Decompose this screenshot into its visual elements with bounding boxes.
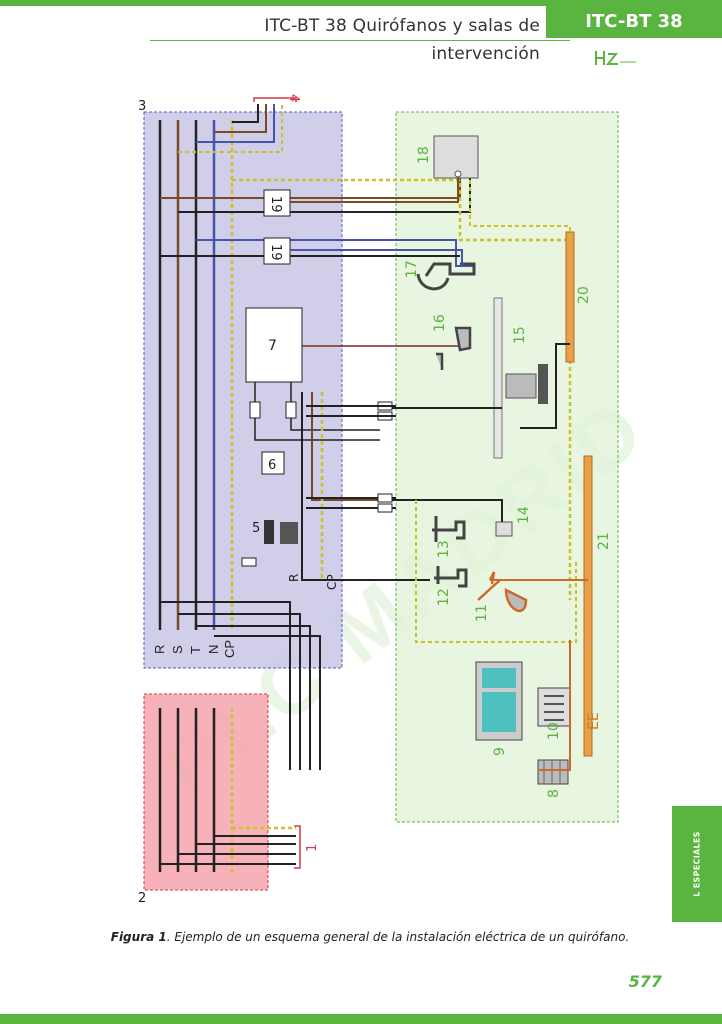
- device-7-label: 7: [268, 338, 277, 354]
- bus-letter-t: T: [188, 646, 203, 654]
- bottom-accent-bar: [0, 1014, 722, 1024]
- supply-line-2: [178, 613, 301, 770]
- or-wire-table: [520, 343, 570, 429]
- small-label-cp: CP: [325, 574, 339, 590]
- device-7-breaker-a: [249, 401, 261, 419]
- equipotential-bar-20: [565, 231, 575, 363]
- or-wire-orange: [490, 579, 588, 771]
- device-8-radiator: [537, 759, 569, 785]
- supply-line-1: [160, 601, 291, 770]
- or-wire-ground-1: [415, 500, 577, 643]
- device-11-label: 11: [474, 604, 490, 622]
- feeder-top-4: [178, 104, 283, 153]
- bus-bracket-bottom: [294, 825, 301, 869]
- device-15-base: [505, 373, 537, 399]
- device-15-label: 15: [512, 326, 528, 344]
- device-21-label: 21: [596, 532, 612, 550]
- operating-room-schematic: PLC MADRID 3 2 4 R S T N CP 19 19 7 6: [138, 94, 640, 906]
- bus-label-1: 1: [305, 844, 320, 852]
- bus-letter-n: N: [206, 645, 221, 654]
- or-wire-19b: [290, 249, 463, 266]
- device-12-equipment: [434, 566, 468, 588]
- device-14-outlet: [495, 521, 513, 537]
- device-7-transformer: [245, 307, 303, 383]
- zone-label-3: 3: [138, 99, 146, 114]
- feeder-top-3: [196, 104, 275, 143]
- device-20-label: 20: [576, 286, 592, 304]
- header-rule: [150, 40, 570, 41]
- device-6-monitor: [261, 451, 285, 475]
- section-tab: ITC-BT 38: [546, 6, 722, 38]
- device-8-fins: [543, 760, 561, 784]
- side-section-tab: L ESPECIALES: [672, 806, 722, 922]
- small-label-r: R: [287, 574, 301, 582]
- device-18-label: 18: [416, 146, 432, 164]
- equipotential-bar-21: [583, 455, 593, 757]
- device-12-label: 12: [436, 588, 452, 606]
- device-14-label: 14: [516, 506, 532, 524]
- device-19-bottom-label: 19: [268, 244, 283, 261]
- zone-distribution: [143, 111, 343, 669]
- device-9-screen-top: [482, 668, 516, 688]
- device-15-table: [493, 297, 503, 459]
- device-5-label: 5: [252, 521, 260, 536]
- supply-line-4: [214, 635, 321, 770]
- page-header-title: ITC-BT 38 Quirófanos y salas de interven…: [264, 16, 540, 64]
- breaker-14b: [377, 503, 393, 513]
- bus-letter-s: S: [170, 645, 185, 654]
- device-10-label: 10: [546, 722, 562, 740]
- ee-label: EE: [586, 712, 602, 730]
- branch-vertical-b: [311, 392, 380, 501]
- device-16-label: 16: [432, 314, 448, 332]
- device-19-bottom: [263, 237, 291, 265]
- figure-caption-text: . Ejemplo de un esquema general de la in…: [166, 930, 630, 944]
- feeder-top-2: [214, 104, 267, 133]
- device-7-breaker-b: [285, 401, 297, 419]
- page-number: 577: [628, 972, 662, 991]
- side-section-label: L ESPECIALES: [692, 831, 702, 897]
- feeder-7-down: [254, 382, 380, 441]
- device-10-slots: [544, 695, 564, 721]
- zone-label-2: 2: [138, 891, 146, 906]
- device-5-breaker: [241, 557, 257, 567]
- device-18-indicator: [454, 170, 462, 178]
- publisher-logo: [595, 51, 636, 65]
- device-18-panel: [433, 135, 479, 179]
- or-wire-14: [392, 499, 503, 522]
- branch-vertical-a: [301, 392, 430, 581]
- or-wire-20: [469, 180, 571, 240]
- feeder-19b: [196, 239, 474, 267]
- device-5-block-b: [280, 522, 298, 544]
- device-9-screen-bottom: [482, 692, 516, 732]
- bus-label-4: 4: [286, 94, 301, 102]
- device-15-foot: [538, 364, 548, 404]
- bus-letter-r: R: [152, 645, 167, 654]
- device-17-lamp: [416, 262, 476, 291]
- device-5-block: [264, 520, 274, 544]
- supply-line-3: [196, 625, 311, 770]
- feeder-top-1: [232, 104, 259, 123]
- device-19-top-label: 19: [268, 196, 283, 213]
- bus-letter-cp: CP: [222, 640, 237, 658]
- top-accent-bar: [0, 0, 722, 6]
- or-wire-19a: [290, 178, 459, 203]
- figure-caption: Figura 1. Ejemplo de un esquema general …: [60, 930, 680, 944]
- device-6-label: 6: [268, 458, 276, 473]
- device-8-label: 8: [546, 789, 562, 798]
- device-19-top: [263, 189, 291, 217]
- device-9-label: 9: [492, 747, 508, 756]
- device-13-label: 13: [436, 540, 452, 558]
- device-17-label: 17: [404, 260, 420, 278]
- figure-caption-label: Figura 1: [110, 930, 167, 944]
- device-13-equipment: [432, 516, 466, 542]
- bus-bracket-top: [253, 97, 297, 102]
- zone-supply: [143, 693, 269, 891]
- device-16-lamp: [436, 326, 472, 370]
- breaker-14a: [377, 493, 393, 503]
